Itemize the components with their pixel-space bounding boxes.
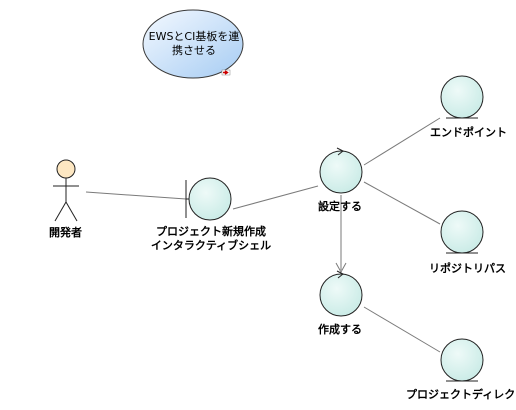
use-case-label: EWSとCI基板を連 携させる bbox=[146, 30, 242, 58]
connector-actor-boundary bbox=[85, 191, 187, 200]
connector-set-endpoint bbox=[363, 117, 441, 166]
use-case-label-line2: 携させる bbox=[172, 44, 216, 57]
control-create-label: 作成する bbox=[318, 323, 362, 336]
boundary-label-line1: プロジェクト新規作成 bbox=[156, 225, 266, 238]
entity-repo-path-label: リポジトリパス bbox=[429, 262, 506, 275]
boundary-icon[interactable] bbox=[185, 177, 232, 221]
connector-arrowhead bbox=[335, 262, 347, 274]
connector-create-project-dir bbox=[363, 306, 441, 353]
use-case-label-line1: EWSとCI基板を連 bbox=[148, 30, 240, 43]
actor-icon[interactable] bbox=[53, 159, 79, 222]
control-set-label: 設定する bbox=[318, 200, 362, 213]
entity-endpoint-label: エンドポイント bbox=[430, 126, 507, 139]
connector-set-repo-path bbox=[363, 181, 441, 225]
entity-project-dir-label: プロジェクトディレクトリ bbox=[406, 388, 514, 401]
control-set-icon[interactable] bbox=[319, 147, 363, 194]
entity-endpoint-icon[interactable] bbox=[440, 75, 484, 119]
hyperlink-arrow-icon bbox=[221, 69, 231, 76]
connector-boundary-set bbox=[232, 185, 319, 210]
entity-repo-path-icon[interactable] bbox=[440, 210, 484, 254]
control-create-icon[interactable] bbox=[319, 270, 363, 317]
use-case-ellipse[interactable] bbox=[142, 9, 244, 79]
actor-label: 開発者 bbox=[49, 226, 82, 239]
entity-project-dir-icon[interactable] bbox=[440, 338, 484, 382]
boundary-label: プロジェクト新規作成 インタラクティブシェル bbox=[150, 225, 272, 253]
boundary-label-line2: インタラクティブシェル bbox=[150, 239, 272, 252]
